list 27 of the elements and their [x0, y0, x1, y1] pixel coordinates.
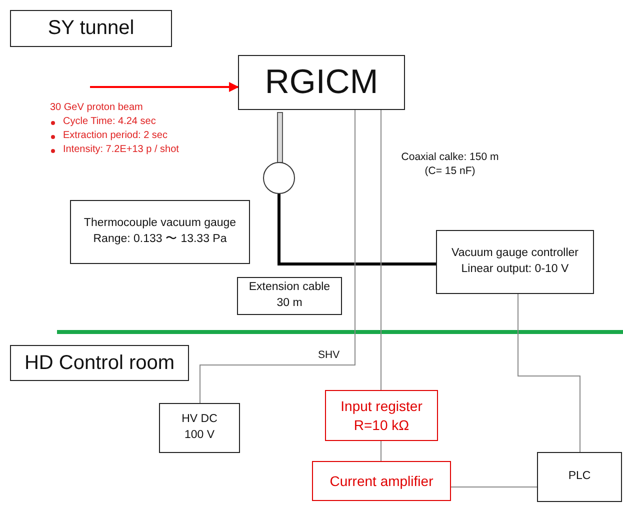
- gauge-head: [263, 162, 295, 194]
- beam-note: Intensity: 7.2E+13 p / shot: [63, 144, 179, 155]
- label-box: Input register R=10 kΩ: [325, 390, 438, 441]
- beam-note: Extraction period: 2 sec: [63, 130, 168, 141]
- controller-box: [436, 230, 594, 294]
- label-box: RGICM: [238, 55, 405, 110]
- gauge-tube: [277, 112, 283, 163]
- connector-line: [380, 110, 382, 390]
- label-box: HV DC 100 V: [159, 403, 240, 453]
- beam-note: Cycle Time: 4.24 sec: [63, 116, 156, 127]
- gauge-info-box: [70, 200, 250, 264]
- beam-arrow: [90, 82, 239, 92]
- box-text: Range: 0.133 〜 13.33 Pa: [93, 232, 227, 247]
- label-box: Current amplifier: [312, 461, 451, 501]
- label-box: PLC: [537, 452, 622, 502]
- connector-line: [450, 486, 538, 488]
- beam-note: 30 GeV proton beam: [50, 102, 143, 113]
- box-text: Linear output: 0-10 V: [461, 262, 569, 277]
- cable-line: [278, 194, 436, 266]
- box-text: Thermocouple vacuum gauge: [84, 216, 236, 232]
- connector-line: [200, 110, 356, 404]
- connector-line: [380, 440, 382, 462]
- label-box: HD Control room: [10, 345, 189, 381]
- box-text: Vacuum gauge controller: [452, 246, 578, 262]
- label-box: SY tunnel: [10, 10, 172, 47]
- note-box: Extension cable 30 m: [237, 277, 342, 315]
- connector-line: [518, 294, 580, 452]
